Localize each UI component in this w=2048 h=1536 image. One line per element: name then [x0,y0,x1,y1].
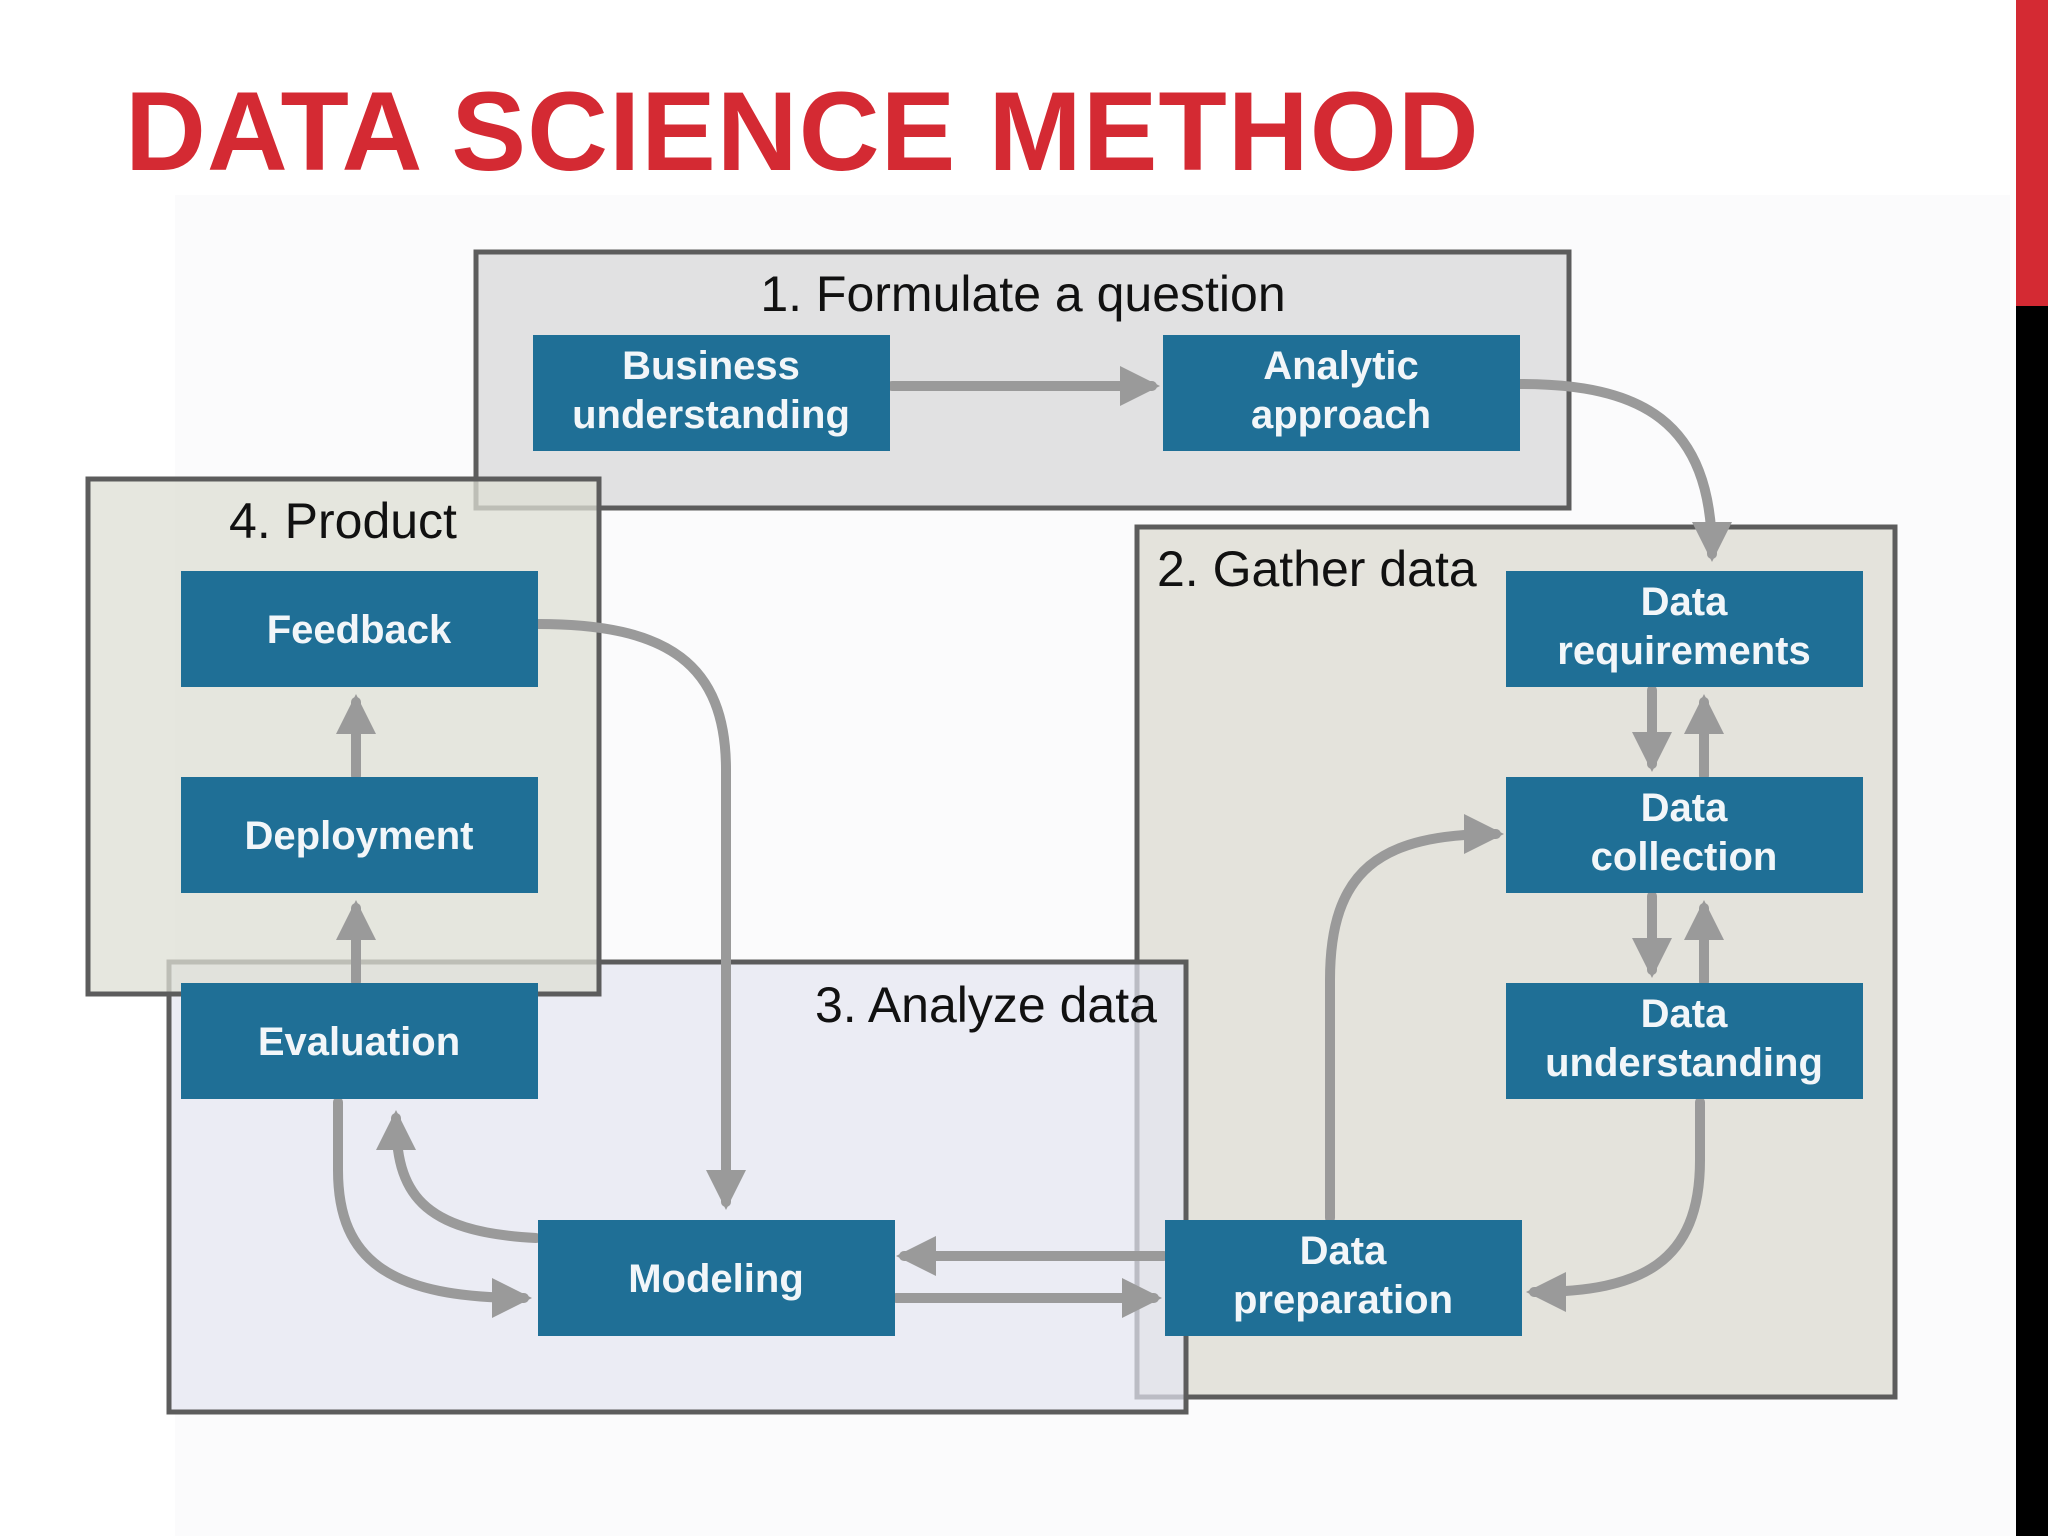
svg-text:approach: approach [1251,393,1431,437]
arrow-analytic-to-requirements [1515,379,1732,562]
arrow-modeling-to-evaluation [376,1110,541,1243]
svg-text:understanding: understanding [1545,1041,1823,1085]
group-label-gather: 2. Gather data [1157,541,1477,597]
svg-text:Data: Data [1300,1229,1387,1273]
node-modeling: Modeling [538,1220,895,1336]
node-deployment: Deployment [181,777,538,893]
node-data-understanding: Data understanding [1506,983,1863,1099]
group-label-formulate: 1. Formulate a question [760,266,1285,322]
svg-text:requirements: requirements [1557,629,1810,673]
arrow-preparation-to-collection [1325,814,1504,1223]
group-box-product [85,476,602,997]
svg-text:Modeling: Modeling [628,1257,804,1301]
node-feedback: Feedback [181,571,538,687]
node-data-collection: Data collection [1506,777,1863,893]
svg-text:Deployment: Deployment [245,814,474,858]
slide-title: DATA SCIENCE METHOD [125,69,1480,194]
svg-text:preparation: preparation [1233,1278,1453,1322]
node-data-preparation: Data preparation [1165,1220,1522,1336]
group-label-product: 4. Product [229,493,457,549]
arrow-evaluation-to-modeling [333,1097,532,1318]
node-data-requirements: Data requirements [1506,571,1863,687]
node-analytic-approach: Analytic approach [1163,335,1520,451]
arrow-feedback-to-modeling [533,619,746,1210]
svg-text:collection: collection [1591,835,1778,879]
svg-text:understanding: understanding [572,393,850,437]
accent-bar-black [2016,306,2048,1536]
svg-text:Data: Data [1641,580,1728,624]
svg-text:Analytic: Analytic [1263,344,1419,388]
svg-text:Feedback: Feedback [267,608,452,652]
node-evaluation: Evaluation [181,983,538,1099]
node-business-understanding: Business understanding [533,335,890,451]
svg-text:Evaluation: Evaluation [258,1020,460,1064]
svg-text:Data: Data [1641,786,1728,830]
svg-text:Data: Data [1641,992,1728,1036]
svg-text:Business: Business [622,344,800,388]
accent-bar-red [2016,0,2048,306]
arrow-understanding-to-preparation [1526,1097,1705,1312]
group-label-analyze: 3. Analyze data [815,977,1157,1033]
